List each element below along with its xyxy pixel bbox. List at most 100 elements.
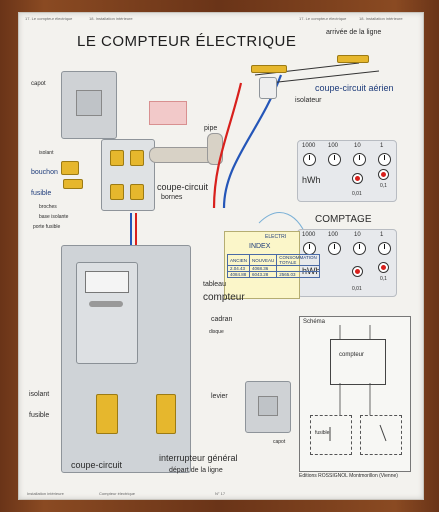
label-coupe-circuit-bottom: coupe-circuit <box>71 460 123 470</box>
edge-text-top-left-2: 18. Installation intérieure <box>89 16 133 21</box>
label-arrivee: arrivée de la ligne <box>326 29 382 36</box>
isolateur-illustration <box>259 77 277 99</box>
label-isolateur: isolateur <box>295 97 322 104</box>
label-base-isolante: base isolante <box>39 214 69 220</box>
brass-fitting-1 <box>110 150 124 166</box>
disque-illustration <box>89 301 123 307</box>
interrupteur-illustration <box>156 394 176 434</box>
label-comptage: COMPTAGE <box>315 214 372 225</box>
meter-1-dial-label-4: 1 <box>380 143 384 149</box>
meter-1-dial-1 <box>303 153 316 166</box>
index-cell: 2565.03 <box>276 271 320 278</box>
publisher-credit: Editions ROSSIGNOL Montmorillon (Vienne) <box>299 473 398 479</box>
edge-text-top-right-2: 18. Installation intérieure <box>359 16 403 21</box>
brass-fitting-2 <box>130 150 144 166</box>
index-cell: 6043.28 <box>249 271 278 278</box>
page-title: LE COMPTEUR ÉLECTRIQUE <box>77 33 297 50</box>
meter-1-small-1: 0,1 <box>380 183 387 189</box>
meter-1-unit: hWh <box>302 175 321 185</box>
index-col-conso: CONSOMMATION TOTALE <box>276 254 320 266</box>
index-col-ancien: ANCIEN <box>226 254 251 266</box>
capot-top-illustration <box>61 71 117 139</box>
bouchon-illustration <box>61 161 79 175</box>
edge-text-bottom-2: Compteur électrique <box>99 491 136 496</box>
meter-2-small-1: 0,1 <box>380 276 387 282</box>
label-depart: départ de la ligne <box>169 467 223 474</box>
index-card: ELECTRI INDEX ANCIEN NOUVEAU CONSOMMATIO… <box>224 231 320 299</box>
aerial-fuse-2 <box>337 55 369 63</box>
label-isolant-bottom: isolant <box>29 391 50 398</box>
label-bornes: bornes <box>161 194 183 201</box>
meter-2-dial-label-3: 10 <box>354 232 361 238</box>
wall-section <box>149 101 187 125</box>
red-wire-up <box>212 82 243 209</box>
meter-1-dial-label-3: 10 <box>354 143 361 149</box>
tableau-illustration <box>61 245 191 473</box>
label-capot-top: capot <box>31 81 46 87</box>
label-isolant: isolant <box>39 150 54 156</box>
schema-title: Schéma <box>303 319 326 325</box>
capot-bottom-illustration <box>245 381 291 433</box>
meter-2-red-dial-1 <box>352 266 363 277</box>
index-header: INDEX <box>249 243 271 250</box>
meter-2-dial-label-4: 1 <box>380 232 384 238</box>
meter-1-dial-label-2: 100 <box>328 143 339 149</box>
meter-2-small-2: 0,01 <box>352 286 362 292</box>
label-interrupteur: interrupteur général <box>159 453 238 463</box>
meter-1-panel: 1000 100 10 1 hWh 0,1 0,01 <box>297 140 397 202</box>
label-levier: levier <box>211 393 228 400</box>
label-disque: disque <box>209 329 224 335</box>
edge-text-bottom-1: Installation intérieure <box>27 491 64 496</box>
edge-text-top-left-1: 17. Le compteur électrique <box>25 16 73 21</box>
fusible-illustration <box>63 179 83 189</box>
schema-fuse-box-1: fusible <box>310 415 352 455</box>
fusible-bottom-illustration <box>96 394 118 434</box>
schema-compteur-box: compteur <box>330 339 386 385</box>
schema-lines <box>329 325 387 442</box>
schema-panel: Schéma compteur fusible <box>299 316 411 472</box>
cadran-illustration <box>85 271 129 293</box>
label-coupe-circuit-aerien: coupe-circuit aérien <box>315 83 394 93</box>
meter-2-dial-4 <box>378 242 391 255</box>
index-card-electric: ELECTRI <box>265 234 287 240</box>
meter-2-red-dial-2 <box>378 262 389 273</box>
meter-2-dial-2 <box>328 242 341 255</box>
label-broches: broches <box>39 204 57 210</box>
label-bouchon: bouchon <box>31 169 58 176</box>
meter-2-panel: 1000 100 10 1 hWh 0,1 0,01 <box>297 229 397 297</box>
brass-fitting-4 <box>130 184 144 200</box>
schema-compteur-label: compteur <box>339 352 365 358</box>
meter-1-red-dial-2 <box>378 169 389 180</box>
schema-wire <box>339 325 371 415</box>
label-fusible-bottom: fusible <box>29 412 50 419</box>
label-pipe: pipe <box>204 125 218 132</box>
aerial-fuse-1 <box>251 65 287 73</box>
meter-1-dial-2 <box>328 153 341 166</box>
meter-1-dial-3 <box>353 153 366 166</box>
meter-2-dial-label-2: 100 <box>328 232 339 238</box>
meter-1-dial-label-1: 1000 <box>302 143 316 149</box>
meter-1-small-2: 0,01 <box>352 191 362 197</box>
line-wire-1 <box>254 62 360 76</box>
meter-1-dial-4 <box>378 153 391 166</box>
schema-fusible-label: fusible <box>315 430 330 436</box>
meter-1-red-dial-1 <box>352 173 363 184</box>
label-fusible: fusible <box>31 190 52 197</box>
meter-2-dial-3 <box>353 242 366 255</box>
capot-window <box>76 90 102 116</box>
schema-switch-box <box>360 415 402 455</box>
capot-bottom-window <box>258 396 278 416</box>
meter-2-dial-label-1: 1000 <box>302 232 316 238</box>
label-coupe-circuit-top: coupe-circuit <box>157 182 209 192</box>
line-wire-2 <box>268 70 380 84</box>
edge-text-bottom-3: N° 17 <box>215 491 226 496</box>
coupe-circuit-top-illustration <box>101 139 155 211</box>
compteur-illustration <box>76 262 138 364</box>
index-cell: 4084.88 <box>226 271 251 278</box>
label-porte-fusible: porte fusible <box>33 224 61 230</box>
schema-contact <box>329 424 387 442</box>
index-col-nouveau: NOUVEAU <box>249 254 278 266</box>
index-table: ANCIEN NOUVEAU CONSOMMATION TOTALE 2.04.… <box>226 254 320 278</box>
edge-text-top-right-1: 17. Le compteur électrique <box>299 16 347 21</box>
brass-fitting-3 <box>110 184 124 200</box>
